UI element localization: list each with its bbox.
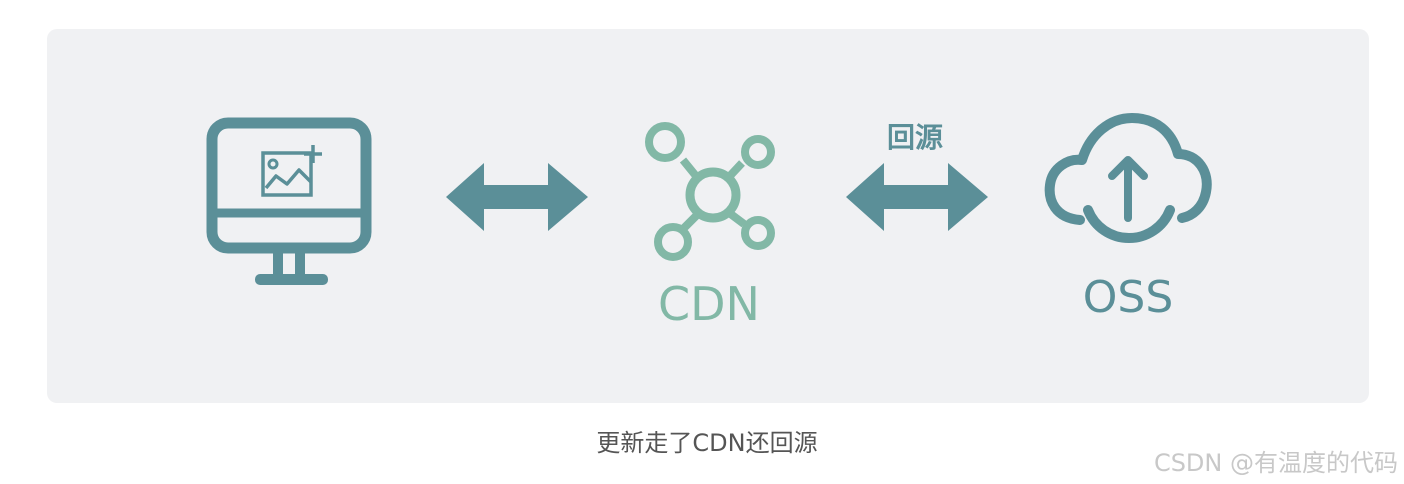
figure-caption: 更新走了CDN还回源 bbox=[596, 429, 818, 457]
cloud-upload-icon bbox=[1044, 113, 1212, 244]
double-arrow-icon bbox=[846, 163, 988, 231]
network-hub-icon bbox=[645, 122, 775, 261]
back-to-origin-label: 回源 bbox=[887, 121, 943, 154]
double-arrow-icon bbox=[446, 163, 588, 231]
oss-label: OSS bbox=[1083, 272, 1174, 323]
monitor-with-image-icon bbox=[206, 117, 372, 285]
watermark: CSDN @有温度的代码 bbox=[1153, 449, 1398, 477]
cdn-label: CDN bbox=[658, 277, 760, 331]
